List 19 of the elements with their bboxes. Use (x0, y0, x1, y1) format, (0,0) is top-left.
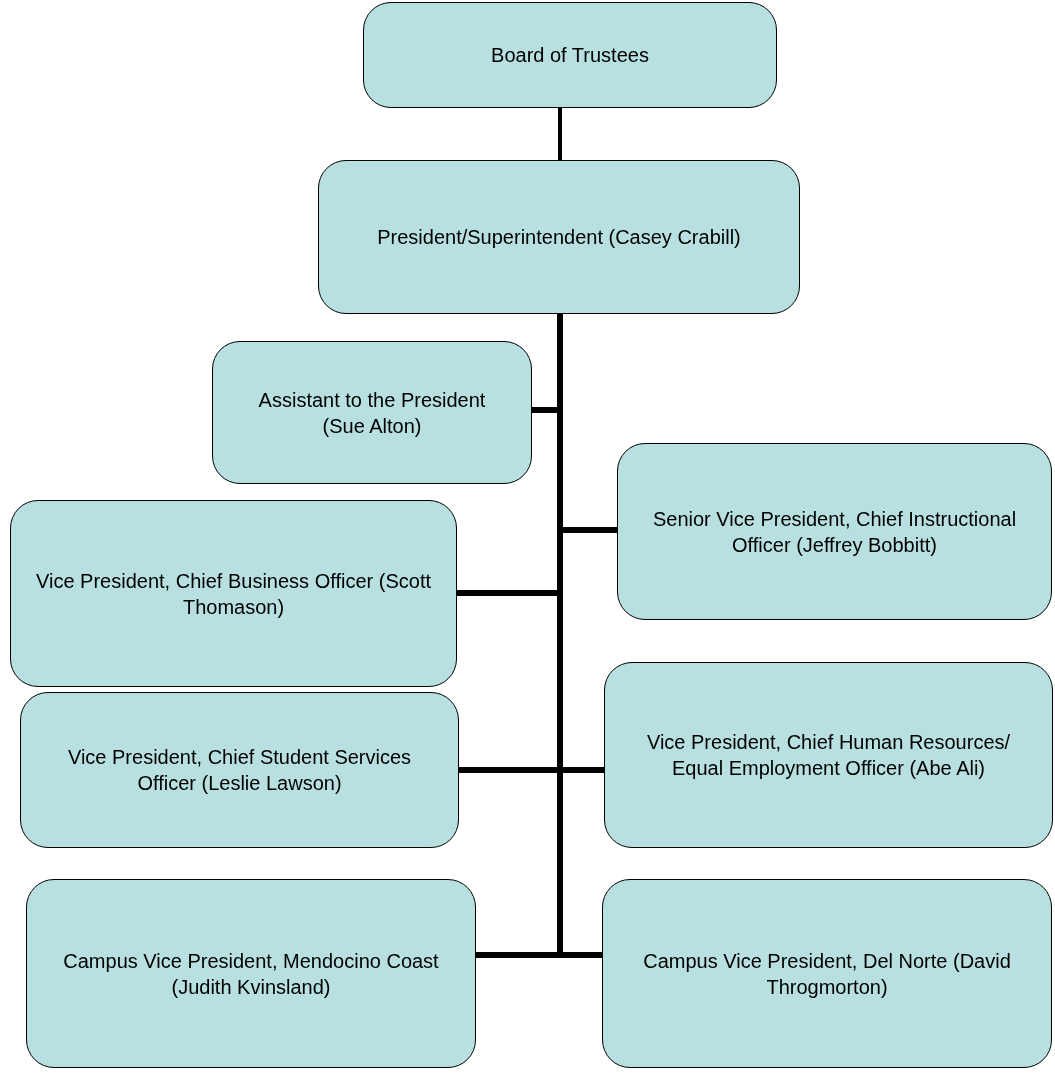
position-title: President/Superintendent (Casey Crabill) (377, 225, 741, 250)
org-box (20, 692, 459, 848)
position-title: Vice President, Chief Student Services Officer (Leslie Lawson) (66, 745, 413, 796)
position-title: Board of Trustees (491, 43, 649, 68)
position-title: Campus Vice President, Del Norte (David Throgmorton) (642, 948, 1012, 1000)
org-box (363, 2, 777, 108)
org-box (26, 879, 476, 1068)
position-title: Campus Vice President, Mendocino Coast (Judith Kvinsland) (62, 948, 440, 1000)
org-box (602, 879, 1052, 1068)
position-title: Vice President, Chief Business Officer (Scott Thomason) (35, 568, 432, 620)
position-title: Assistant to the President (Sue Alton) (257, 387, 487, 439)
org-box (10, 500, 457, 687)
org-box (604, 662, 1053, 848)
position-title: Senior Vice President, Chief Instructional Officer (Jeffrey Bobbitt) (651, 506, 1018, 558)
org-box (212, 341, 532, 484)
org-box (318, 160, 800, 314)
connector-line (558, 108, 562, 160)
org-box (617, 443, 1052, 620)
position-title: Vice President, Chief Human Resources/ Equal Employment Officer (Abe Ali) (645, 730, 1012, 781)
